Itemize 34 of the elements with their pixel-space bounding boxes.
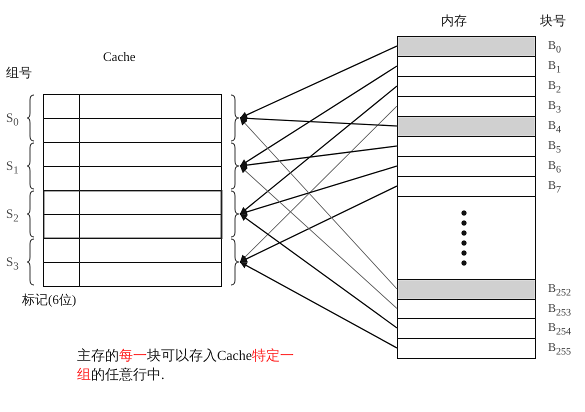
block-number: B$_{7}$ <box>548 179 562 196</box>
arrow <box>240 165 398 216</box>
block-number: B$_{3}$ <box>548 99 562 116</box>
column-heading: 块号 <box>540 14 566 27</box>
set-label: S$_{1}$ <box>6 159 19 176</box>
block-number: B$_{253}$ <box>548 302 572 318</box>
arrow <box>240 45 398 119</box>
arrow <box>240 65 398 167</box>
memory-title: 内存 <box>441 14 467 27</box>
block-number: B$_{252}$ <box>548 282 572 298</box>
set-label: S$_{2}$ <box>6 207 19 224</box>
arrow <box>240 114 398 127</box>
set-label: S$_{0}$ <box>6 111 19 128</box>
column-label: 标记(6位) <box>22 293 76 306</box>
arrow <box>240 118 398 290</box>
block-number: B$_{1}$ <box>548 59 562 76</box>
arrow <box>240 86 398 214</box>
set-label: S$_{3}$ <box>6 255 19 272</box>
block-number: B$_{5}$ <box>548 139 562 156</box>
block-number: B$_{0}$ <box>548 39 562 56</box>
block-number: B$_{2}$ <box>548 79 562 96</box>
cache-title: Cache <box>103 50 136 63</box>
caption: 主存的每一块可以存入Cache特定一组的任意行中. <box>77 347 295 385</box>
arrow <box>240 145 398 169</box>
column-heading: 组号 <box>6 66 32 79</box>
block-number: B$_{4}$ <box>548 119 562 136</box>
arrow <box>240 261 398 349</box>
block-number: B$_{255}$ <box>548 341 572 358</box>
arrow <box>240 185 398 263</box>
block-number: B$_{254}$ <box>548 321 572 338</box>
arrow <box>240 106 398 262</box>
arrow <box>240 166 398 309</box>
arrow <box>240 213 398 329</box>
block-number: B$_{6}$ <box>548 159 562 176</box>
